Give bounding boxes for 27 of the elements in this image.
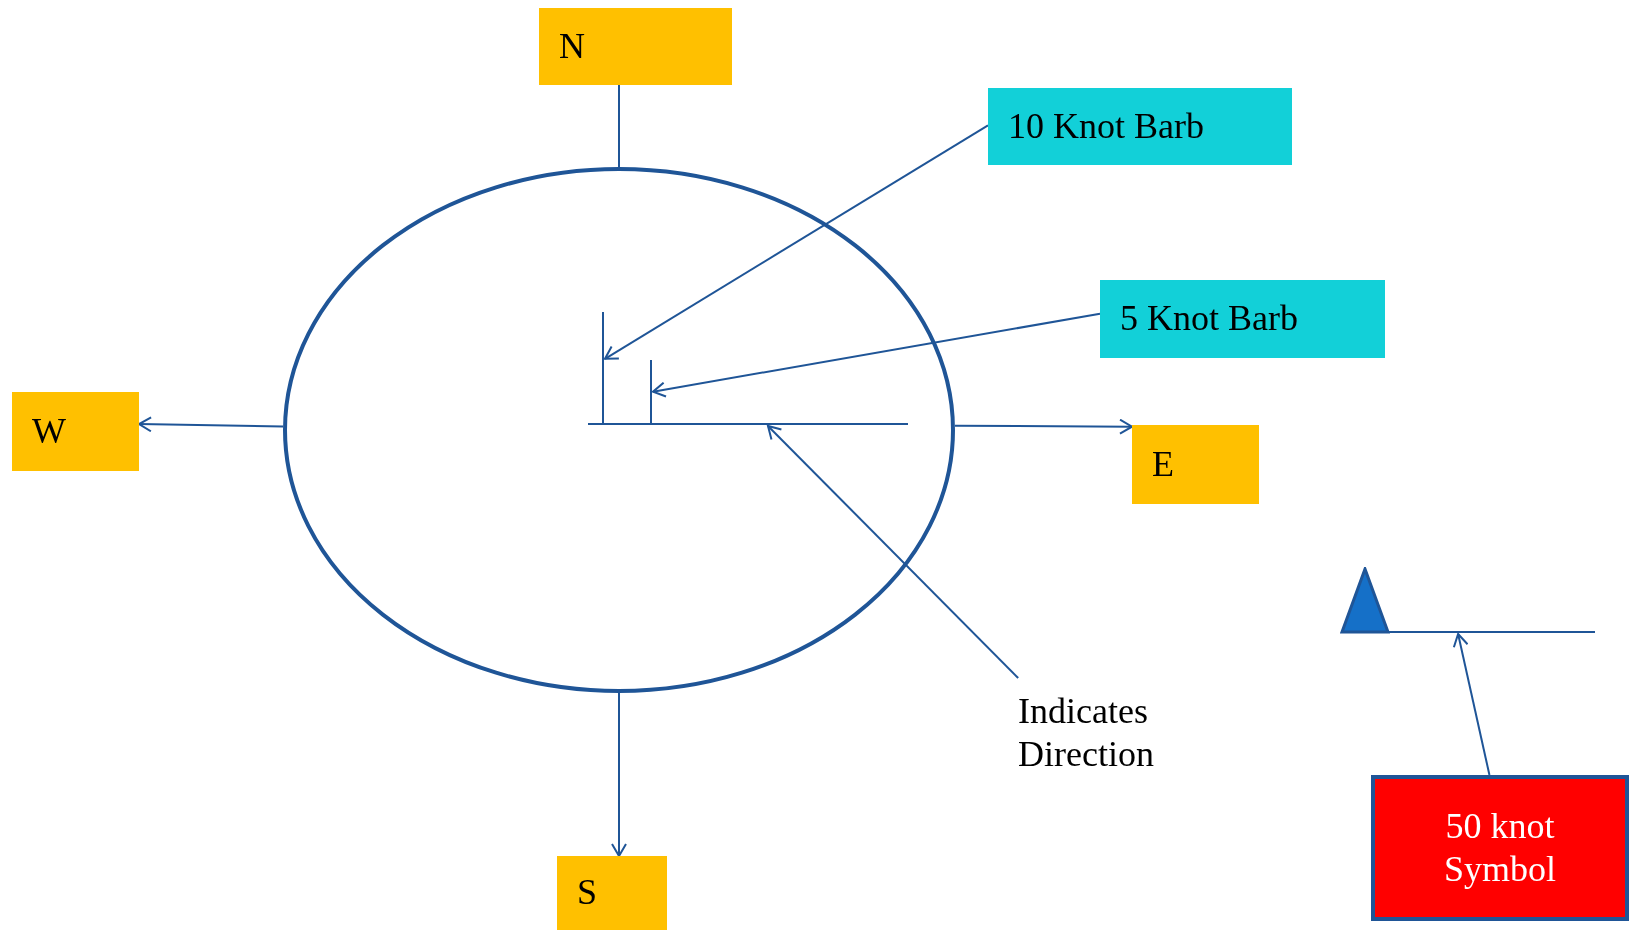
pennant-drawing [1340, 567, 1595, 634]
leader-arrow [1452, 633, 1491, 776]
label-text: Indicates Direction [1018, 689, 1155, 776]
arrow [953, 418, 1133, 435]
arrow [138, 416, 285, 433]
callout-box [1100, 280, 1385, 358]
compass-label [1132, 425, 1259, 504]
label-text: 5 Knot Barb [1120, 297, 1298, 341]
callout-box [1371, 775, 1629, 921]
staff-line [588, 423, 908, 425]
label-text: 50 knot Symbol [1443, 804, 1557, 891]
ellipse [283, 167, 955, 693]
barb-line [650, 360, 652, 424]
compass-label [539, 8, 732, 85]
label-text: S [577, 871, 598, 915]
arrow [611, 692, 627, 857]
label-text: 10 Knot Barb [1008, 104, 1204, 148]
barb-line [602, 312, 604, 424]
label-text: E [1152, 442, 1174, 486]
callout-box [988, 88, 1292, 165]
leader-arrow [604, 124, 989, 360]
compass-label [12, 392, 139, 471]
compass-label [557, 856, 667, 930]
label-text: N [559, 24, 585, 68]
leader-arrow [652, 312, 1101, 398]
leader-arrow [767, 425, 1020, 679]
label-text: W [32, 409, 66, 453]
